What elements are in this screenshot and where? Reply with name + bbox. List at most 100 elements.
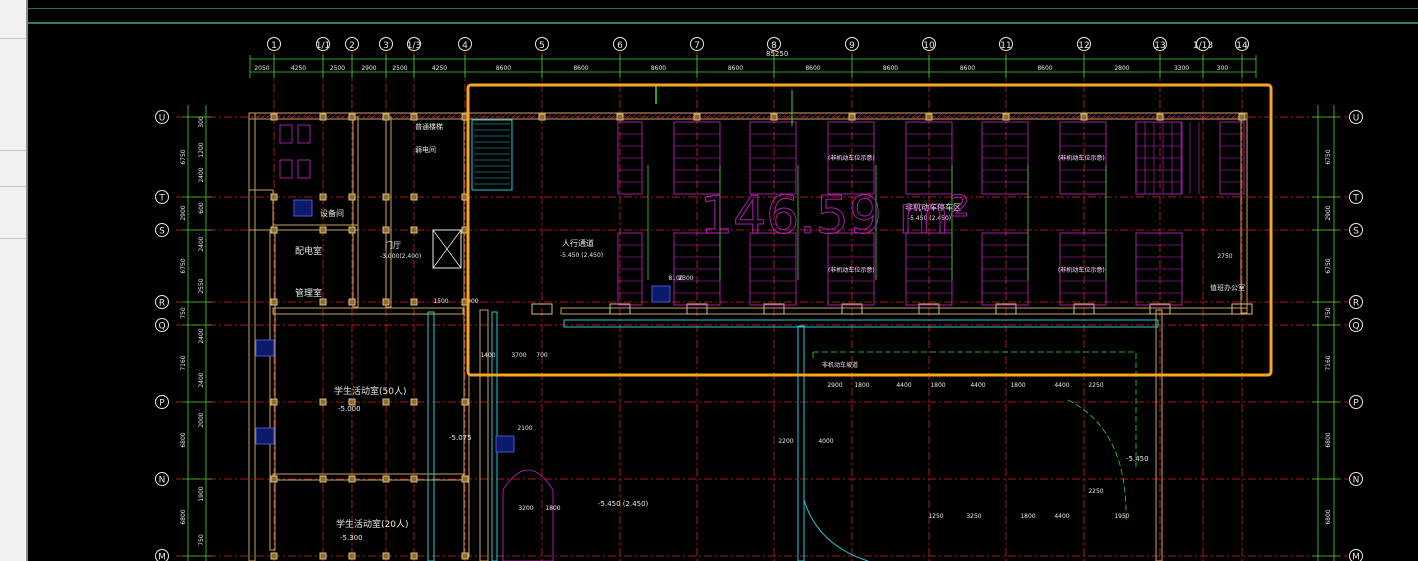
- structural-column: [270, 193, 278, 201]
- grid-label-row-left: Q: [158, 322, 165, 332]
- grid-label-column: 10: [923, 41, 935, 51]
- column-footing: [531, 303, 553, 315]
- wall-hatch: [291, 112, 298, 119]
- wall-hatch: [446, 112, 453, 119]
- toilet-stall: [279, 159, 293, 179]
- structural-column: [461, 475, 469, 483]
- wall-hatch: [566, 112, 573, 119]
- dim-text-interior: 700: [536, 352, 548, 359]
- column-footing: [918, 303, 940, 315]
- grid-bubble-row: [1349, 472, 1363, 486]
- dim-text-left: 6800: [180, 509, 187, 524]
- wall-hatch: [516, 112, 523, 119]
- structural-column: [461, 398, 469, 406]
- parking-note: (非机动车位示意): [828, 266, 875, 274]
- grid-label-column: 3: [383, 41, 389, 51]
- wall-hatch: [1021, 112, 1028, 119]
- structural-column: [348, 226, 356, 234]
- grid-bubble-row: [155, 318, 169, 332]
- wall-corridor: [479, 309, 489, 561]
- dim-text-interior: 4400: [970, 382, 985, 389]
- dim-text-interior: 2250: [1088, 382, 1103, 389]
- dim-text-interior: 3250: [966, 513, 981, 520]
- wall-hatch: [701, 112, 708, 119]
- wall-hatch: [1186, 112, 1193, 119]
- wall-east-upper: [1240, 112, 1248, 314]
- wall-hatch: [791, 112, 798, 119]
- structural-column: [848, 113, 856, 121]
- structural-column: [410, 298, 418, 306]
- highlight-selection-box[interactable]: [466, 83, 1273, 377]
- dim-text-right: 6750: [1325, 149, 1332, 164]
- wall-hatch: [861, 112, 868, 119]
- grid-label-row-left: S: [159, 227, 165, 237]
- grid-bubble-column: [999, 37, 1013, 51]
- grid-bubble-column: [690, 37, 704, 51]
- wall-hatch: [871, 112, 878, 119]
- wall-hatch: [1211, 112, 1218, 119]
- wall-hatch: [811, 112, 818, 119]
- structural-column: [410, 552, 418, 560]
- wall-hatch: [476, 112, 483, 119]
- wall-hatch: [916, 112, 923, 119]
- elevation-label: -5.450: [1126, 455, 1149, 463]
- dim-text-right: 2900: [1325, 205, 1332, 220]
- wall-hatch: [1101, 112, 1108, 119]
- grid-label-column: 13: [1154, 41, 1165, 51]
- grid-label-row-left: R: [159, 299, 165, 309]
- dim-text-interior: 3700: [511, 352, 526, 359]
- wall-hatch: [906, 112, 913, 119]
- grid-label-row-left: M: [158, 553, 166, 561]
- curved-room: [502, 469, 554, 561]
- wall-hatch: [806, 112, 813, 119]
- wall-hatch: [991, 112, 998, 119]
- grid-bubble-column: [922, 37, 936, 51]
- structural-column: [1156, 113, 1164, 121]
- room-label-distribution: 配电室: [295, 245, 322, 257]
- dim-text-interior: 8100: [668, 275, 683, 282]
- viewport-border-line: [28, 22, 1418, 24]
- wall-partition: [272, 224, 359, 231]
- wall-hatch: [521, 112, 528, 119]
- wall-hatch: [711, 112, 718, 119]
- dim-text-top: 4250: [291, 65, 306, 72]
- elevation-label: -5.075: [449, 434, 472, 442]
- structural-column: [410, 398, 418, 406]
- ramp-curve: [1067, 399, 1127, 521]
- structural-column: [348, 193, 356, 201]
- wall-hatch: [456, 112, 463, 119]
- room-label-weak-current: 弱电间: [415, 145, 436, 154]
- grid-bubble-column: [613, 37, 627, 51]
- structural-column: [382, 113, 390, 121]
- column-footing: [763, 303, 785, 315]
- equipment-box: [255, 427, 275, 445]
- structural-column: [348, 398, 356, 406]
- dim-text-interior: 2250: [1088, 488, 1103, 495]
- wall-hatch: [891, 112, 898, 119]
- wall-hatch: [1131, 112, 1138, 119]
- wall-hatch: [1136, 112, 1143, 119]
- grid-label-row-left: T: [158, 194, 165, 204]
- column-footing: [609, 303, 631, 315]
- wall-hatch: [996, 112, 1003, 119]
- wall-hatch: [281, 112, 288, 119]
- grid-label-column: 4: [462, 41, 468, 51]
- column-footing: [686, 303, 708, 315]
- wall-hatch: [311, 112, 318, 119]
- wall-hatch: [1226, 112, 1233, 119]
- wall-hatch: [831, 112, 838, 119]
- wall-hatch: [856, 112, 863, 119]
- wall-hatch: [486, 112, 493, 119]
- room-label-equipment: 设备间: [320, 208, 344, 218]
- dim-text-right: 6800: [1325, 509, 1332, 524]
- dim-text-top: 8600: [496, 65, 511, 72]
- dim-text-top: 8600: [651, 65, 666, 72]
- equipment-box: [293, 199, 313, 217]
- wall-hatch: [261, 112, 268, 119]
- wall-hatch: [581, 112, 588, 119]
- left-tool-panel[interactable]: [0, 0, 28, 561]
- structural-column: [410, 113, 418, 121]
- room-label-stair: 普通楼梯: [415, 122, 443, 131]
